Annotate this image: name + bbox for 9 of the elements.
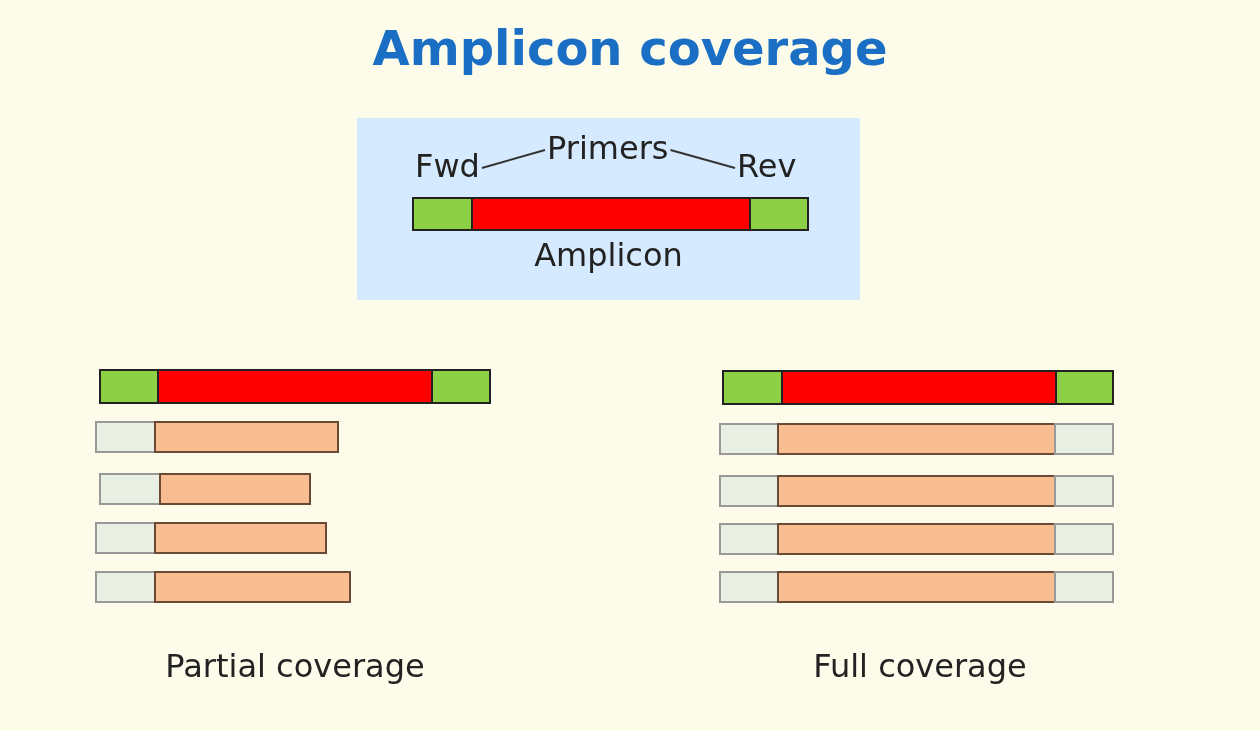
primer-label: Rev bbox=[737, 146, 797, 186]
group-caption: Full coverage bbox=[812, 646, 1028, 686]
diagram-title: Amplicon coverage bbox=[371, 20, 889, 76]
leader-line bbox=[480, 149, 546, 169]
group-caption: Partial coverage bbox=[164, 646, 426, 686]
primer-label: Primers bbox=[547, 128, 669, 168]
leader-line bbox=[669, 149, 736, 169]
amplicon-label: Amplicon bbox=[533, 235, 684, 275]
primer-label: Fwd bbox=[415, 146, 480, 186]
